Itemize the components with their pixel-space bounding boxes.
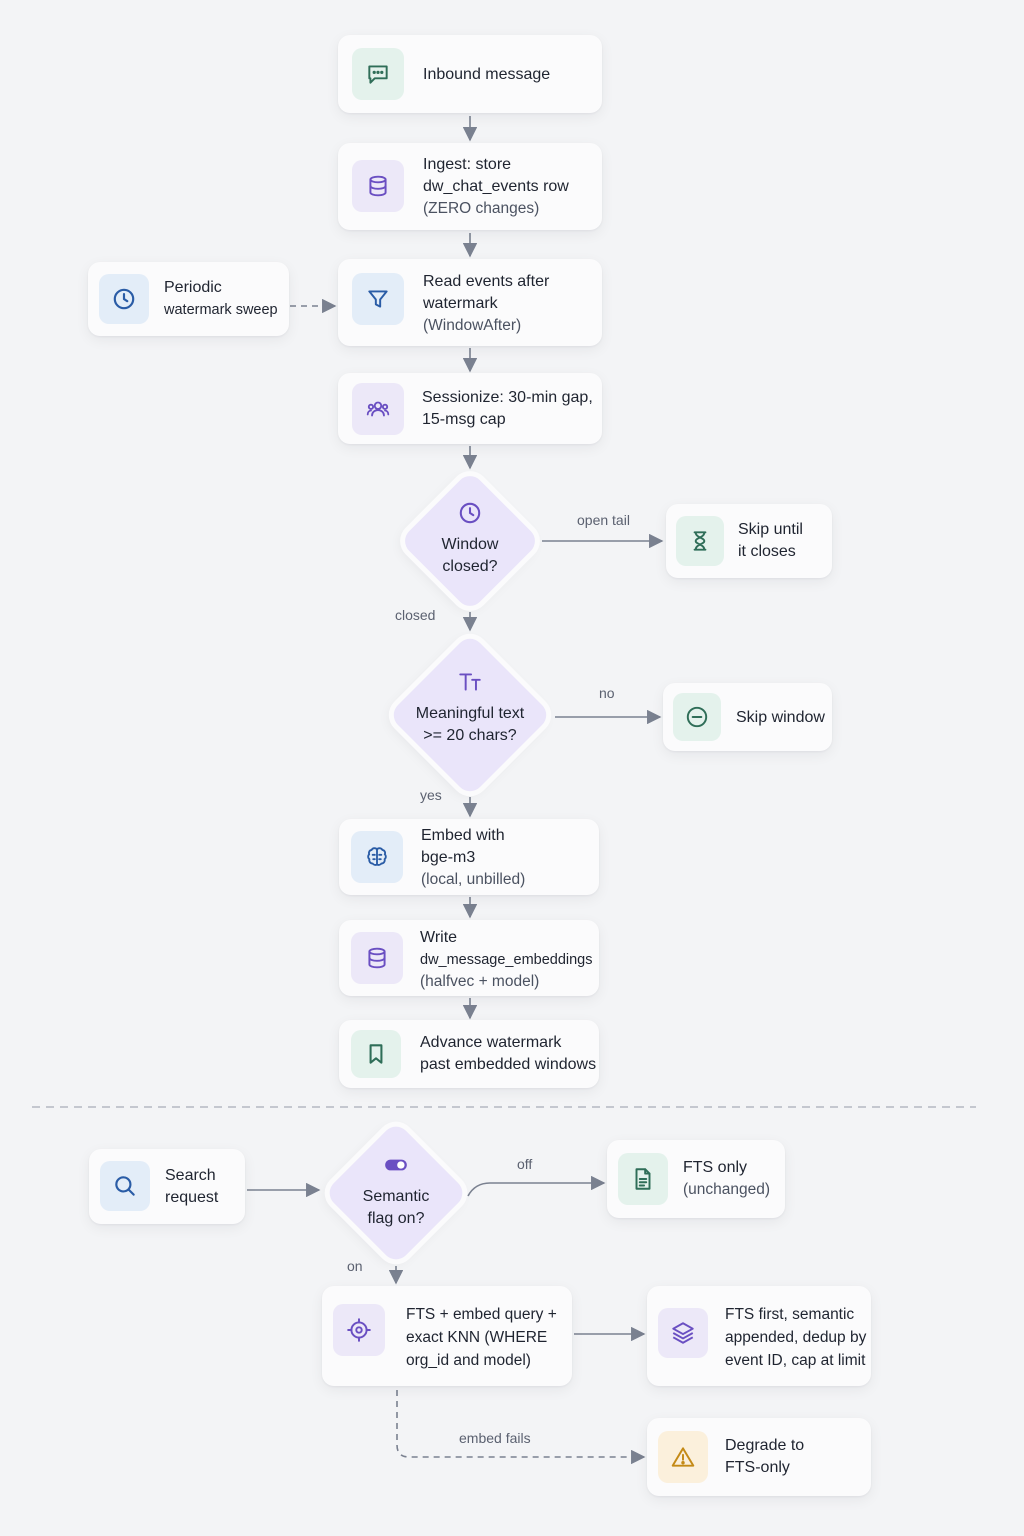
node-label: Search request — [165, 1167, 219, 1206]
database-icon — [352, 160, 404, 212]
node-label: Inbound message — [423, 66, 551, 83]
filter-icon — [352, 273, 404, 325]
node-label: Advance watermark past embedded windows — [420, 1034, 597, 1073]
node-embed[interactable]: Embed with bge-m3 (local, unbilled) — [339, 819, 599, 895]
node-write-embeddings[interactable]: Write dw_message_embeddings (halfvec + m… — [339, 920, 599, 996]
node-advance-watermark[interactable]: Advance watermark past embedded windows — [339, 1020, 599, 1088]
node-label: Skip until it closes — [738, 521, 803, 560]
node-skip-window[interactable]: Skip window — [663, 683, 832, 751]
decision-label: flag on? — [367, 1210, 425, 1227]
toggle-icon — [385, 1159, 407, 1171]
edge-label-no: no — [599, 685, 615, 701]
decision-label: Semantic — [362, 1188, 430, 1205]
node-sessionize[interactable]: Sessionize: 30-min gap, 15-msg cap — [338, 373, 602, 444]
chat-bubble-icon — [352, 48, 404, 100]
node-label: FTS + embed query + exact KNN (WHERE org… — [406, 1306, 557, 1369]
node-label: FTS only (unchanged) — [683, 1159, 771, 1198]
edge-label-yes: yes — [420, 787, 442, 803]
edge-embed-fails — [396, 1390, 646, 1465]
node-ingest[interactable]: Ingest: store dw_chat_events row (ZERO c… — [338, 143, 602, 230]
decision-window-closed[interactable]: Window closed? — [398, 469, 542, 613]
node-label: Sessionize: 30-min gap, 15-msg cap — [422, 389, 593, 428]
node-inbound-message[interactable]: Inbound message — [338, 35, 602, 113]
minus-circle-icon — [673, 693, 721, 741]
node-label: Skip window — [736, 709, 825, 726]
node-degrade-fts-only[interactable]: Degrade to FTS-only — [647, 1418, 871, 1496]
node-label: Embed with bge-m3 (local, unbilled) — [421, 827, 526, 888]
node-search-request[interactable]: Search request — [89, 1149, 245, 1224]
edge-label-on: on — [347, 1258, 363, 1274]
clock-icon — [459, 502, 481, 524]
decision-label: closed? — [442, 558, 498, 575]
decision-meaningful-text[interactable]: Meaningful text >= 20 chars? — [385, 630, 555, 800]
users-icon — [352, 383, 404, 435]
edge-flag-off — [467, 1175, 606, 1197]
node-read-events[interactable]: Read events after watermark (WindowAfter… — [338, 259, 602, 346]
edge-label-off: off — [517, 1156, 533, 1172]
node-label: Ingest: store dw_chat_events row (ZERO c… — [423, 156, 569, 217]
edge-label-open-tail: open tail — [577, 512, 630, 528]
node-label: FTS first, semantic appended, dedup by e… — [725, 1306, 867, 1369]
decision-label: >= 20 chars? — [423, 727, 517, 744]
node-label: Write dw_message_embeddings (halfvec + m… — [420, 929, 593, 990]
node-skip-until-closes[interactable]: Skip until it closes — [666, 504, 832, 578]
brain-icon — [351, 831, 403, 883]
search-icon — [100, 1161, 150, 1211]
edge-label-embed-fails: embed fails — [459, 1430, 531, 1446]
text-size-icon — [459, 673, 481, 691]
decision-label: Meaningful text — [415, 705, 525, 722]
node-label: Read events after watermark (WindowAfter… — [423, 273, 550, 334]
decision-label: Window — [441, 536, 499, 553]
hourglass-icon — [676, 516, 724, 566]
node-periodic-sweep[interactable]: Periodic watermark sweep — [88, 262, 289, 336]
node-label: Periodic watermark sweep — [164, 279, 278, 318]
decision-semantic-flag[interactable]: Semantic flag on? — [323, 1120, 469, 1266]
node-fts-first-semantic[interactable]: FTS first, semantic appended, dedup by e… — [647, 1286, 871, 1386]
node-fts-only[interactable]: FTS only (unchanged) — [607, 1140, 785, 1218]
warning-icon — [658, 1431, 708, 1483]
bookmark-icon — [351, 1030, 401, 1078]
database-icon — [351, 932, 403, 984]
edge-label-closed: closed — [395, 607, 436, 623]
clock-icon — [99, 274, 149, 324]
layers-icon — [658, 1308, 708, 1358]
document-icon — [618, 1153, 668, 1205]
node-label: Degrade to FTS-only — [725, 1437, 805, 1476]
node-fts-embed-knn[interactable]: FTS + embed query + exact KNN (WHERE org… — [322, 1286, 572, 1386]
target-icon — [333, 1304, 385, 1356]
